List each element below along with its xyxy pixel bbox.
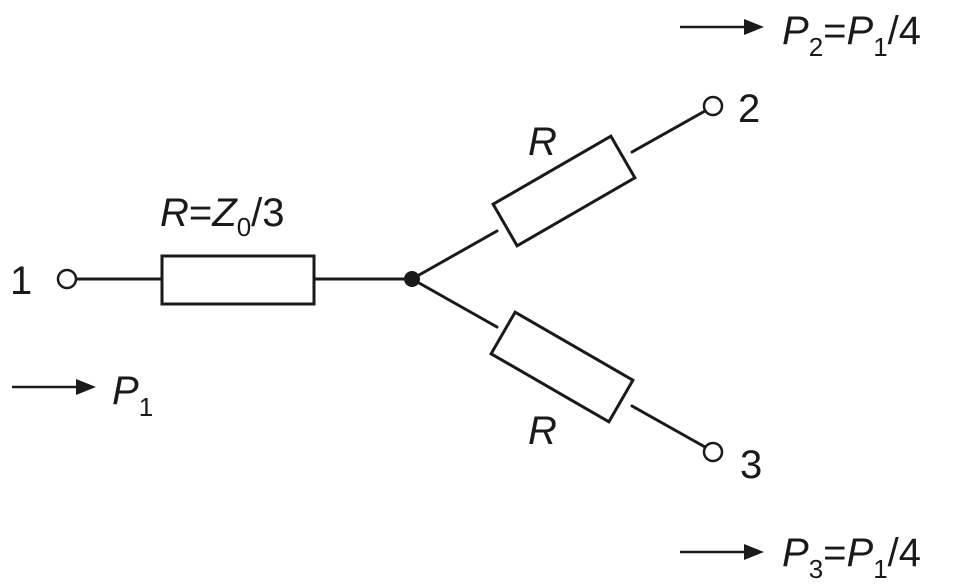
series-r-symbol: R <box>160 191 189 235</box>
p2-rhs-rest: /4 <box>888 9 921 53</box>
terminal-1 <box>56 268 78 290</box>
terminal-1-label: 1 <box>10 259 32 303</box>
series-resistor-label: R=Z0/3 <box>160 191 285 242</box>
p2-base: P <box>782 9 809 53</box>
p2-label: P2=P1/4 <box>782 9 921 62</box>
p3-sub: 3 <box>809 554 823 584</box>
terminal-3-label: 3 <box>740 443 762 487</box>
series-resistor <box>160 254 316 306</box>
terminal-2-label: 2 <box>738 87 760 131</box>
series-rest: /3 <box>251 191 284 235</box>
p1-sub: 1 <box>139 392 153 422</box>
series-eq: = <box>189 191 212 235</box>
upper-resistor-label: R <box>528 120 557 164</box>
wire-node-to-lower-resistor <box>410 277 499 329</box>
p1-arrow-head <box>76 379 96 395</box>
p3-eq: = <box>823 531 846 575</box>
p3-rhs-rest: /4 <box>888 531 921 575</box>
p1-label: P1 <box>112 369 153 422</box>
terminal-2 <box>702 95 724 117</box>
wire-lower-to-port3 <box>630 404 707 449</box>
lower-resistor <box>489 310 635 424</box>
p3-base: P <box>782 531 809 575</box>
p2-sub: 2 <box>809 32 823 62</box>
series-z-sub: 0 <box>237 212 251 242</box>
p3-arrow-head <box>744 544 764 560</box>
p3-rhs-sub: 1 <box>873 554 887 584</box>
upper-resistor <box>491 134 637 248</box>
p2-eq: = <box>823 9 846 53</box>
wire-node-to-upper-resistor <box>410 229 499 281</box>
p2-rhs-base: P <box>847 9 874 53</box>
p3-label: P3=P1/4 <box>782 531 921 584</box>
p2-rhs-sub: 1 <box>873 32 887 62</box>
p2-arrow-head <box>744 19 764 35</box>
series-z-symbol: Z <box>211 191 238 235</box>
junction-node <box>404 271 420 287</box>
lower-resistor-label: R <box>528 409 557 453</box>
wire-upper-to-port2 <box>630 109 707 154</box>
terminal-3 <box>702 441 724 463</box>
p3-rhs-base: P <box>847 531 874 575</box>
p1-base: P <box>112 369 139 413</box>
